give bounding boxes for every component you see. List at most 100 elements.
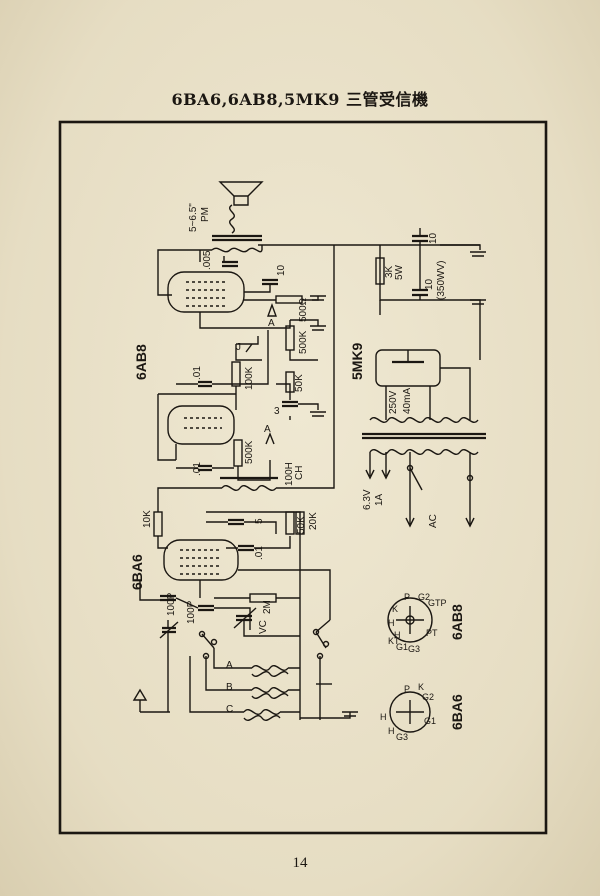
base-label-6ab8: 6AB8 (449, 604, 465, 640)
tube-base-6ba6 (389, 691, 431, 733)
resistor-50k-b (285, 511, 295, 535)
resistor-10k (153, 511, 163, 537)
tube-label-5mk9: 5MK9 (349, 342, 365, 380)
resistor-100k-label: 100K (244, 366, 255, 390)
tube-6ba6-envelope (163, 539, 239, 581)
cap-350wv-label: (350WV) (436, 261, 447, 300)
choke-ch-label: CH (294, 466, 305, 480)
resistor-10k-label: 10K (142, 510, 153, 528)
ground-symbol (342, 711, 358, 717)
resistor-50k-b-label: 50K (296, 516, 307, 534)
cap-10-label-b: 10 (428, 232, 439, 244)
cap-10-upper (412, 234, 428, 243)
resistor-3k (375, 257, 385, 285)
pin-label: G1 (424, 716, 436, 726)
tube-base-6ab8 (387, 597, 433, 643)
choke-100h (221, 485, 277, 491)
cap-100p-a-label: 100P (166, 592, 177, 616)
resistor-20k (295, 511, 305, 535)
cap-10-label: 10 (276, 264, 287, 276)
cap-3 (282, 400, 298, 408)
resistor-500ohm-label: 500Ω (298, 297, 309, 322)
choke-100h-label: 100H (284, 462, 295, 486)
resistor-5w-label: 5W (394, 264, 405, 280)
pin-label: H (380, 712, 387, 722)
jack-j (235, 336, 262, 361)
speaker-size-label: 5~6.5" (188, 203, 199, 232)
band-switch-1 (201, 633, 215, 649)
cap-01-label-a: .01 (192, 366, 203, 380)
pin-label: H (388, 726, 395, 736)
pin-label: G2 (418, 592, 430, 602)
pin-label: G3 (396, 732, 408, 742)
heater-voltage-label: 6.3V (362, 489, 373, 510)
resistor-100k (231, 361, 241, 387)
coil-c (243, 709, 281, 715)
resistor-50k (285, 371, 295, 393)
cap-5 (228, 518, 244, 526)
tube-label-6ab8: 6AB8 (133, 344, 149, 380)
pin-label: GTP (428, 598, 447, 608)
cap-01-coupling (198, 380, 212, 388)
ground-symbol (470, 251, 486, 257)
resistor-3k-label: 3K (384, 265, 395, 278)
diagram-frame (58, 120, 548, 835)
antenna-icon (132, 688, 148, 712)
pin-label: K (418, 682, 424, 692)
ac-label: AC (428, 514, 439, 528)
pin-label: H (388, 618, 395, 628)
coil-a-label: A (226, 660, 233, 671)
pin-label: G3 (408, 644, 420, 654)
point-a-label: A (268, 318, 275, 329)
cap-01-label-c: .01 (254, 546, 265, 560)
cap-100p-a (160, 594, 176, 602)
band-switch-2 (315, 631, 327, 649)
vc-label: VC (258, 620, 269, 634)
ground-symbol (470, 299, 486, 305)
heater-current-label: 1A (374, 493, 385, 506)
resistor-500k-label: 500K (298, 330, 309, 354)
speaker-type-label: PM (200, 207, 211, 222)
cap-005-label: .005 (202, 250, 213, 270)
pin-label: PT (426, 628, 438, 638)
cap-3-label: 3 (274, 406, 280, 417)
cap-10-label-c: 10 (424, 278, 435, 290)
coil-a (251, 665, 289, 671)
power-transformer-primary (369, 417, 479, 423)
trimmer-capacitor (162, 626, 176, 634)
base-label-6ba6: 6BA6 (449, 694, 465, 730)
pin-label: KT (388, 636, 400, 646)
cap-01-screen (238, 544, 254, 552)
coil-c-label: C (226, 704, 233, 715)
cap-005 (222, 260, 238, 268)
pin-label: G1 (396, 642, 408, 652)
pin-label: H (394, 630, 401, 640)
point-a-label-2: A (264, 424, 271, 435)
cap-100p-b-label: 100P (186, 600, 197, 624)
pin-label: K (392, 604, 398, 614)
speaker-icon (218, 181, 264, 197)
cap-100p-b (198, 604, 214, 612)
page-number: 14 (292, 855, 308, 871)
coil-b (251, 687, 289, 693)
coil-b-label: B (226, 682, 233, 693)
resistor-500k-grid (233, 439, 243, 467)
pin-label: P (404, 684, 410, 694)
resistor-500k (285, 325, 295, 351)
cap-10-cathode (262, 278, 278, 286)
power-transformer-secondary (369, 449, 479, 455)
tube-6ab8-triode (167, 405, 235, 445)
pin-label: G2 (422, 692, 434, 702)
transformer-40ma-label: 40mA (402, 388, 413, 414)
tube-label-6ba6: 6BA6 (129, 554, 145, 590)
cap-5-label: 5 (254, 518, 265, 524)
resistor-2m-label: 2M (262, 600, 273, 614)
cap-01-grid (198, 464, 212, 472)
power-switch (409, 467, 423, 491)
transformer-250v-label: 250V (388, 390, 399, 414)
cap-01-label-b: .01 (192, 462, 203, 476)
jack-label: J (236, 342, 241, 353)
output-transformer (212, 234, 262, 242)
